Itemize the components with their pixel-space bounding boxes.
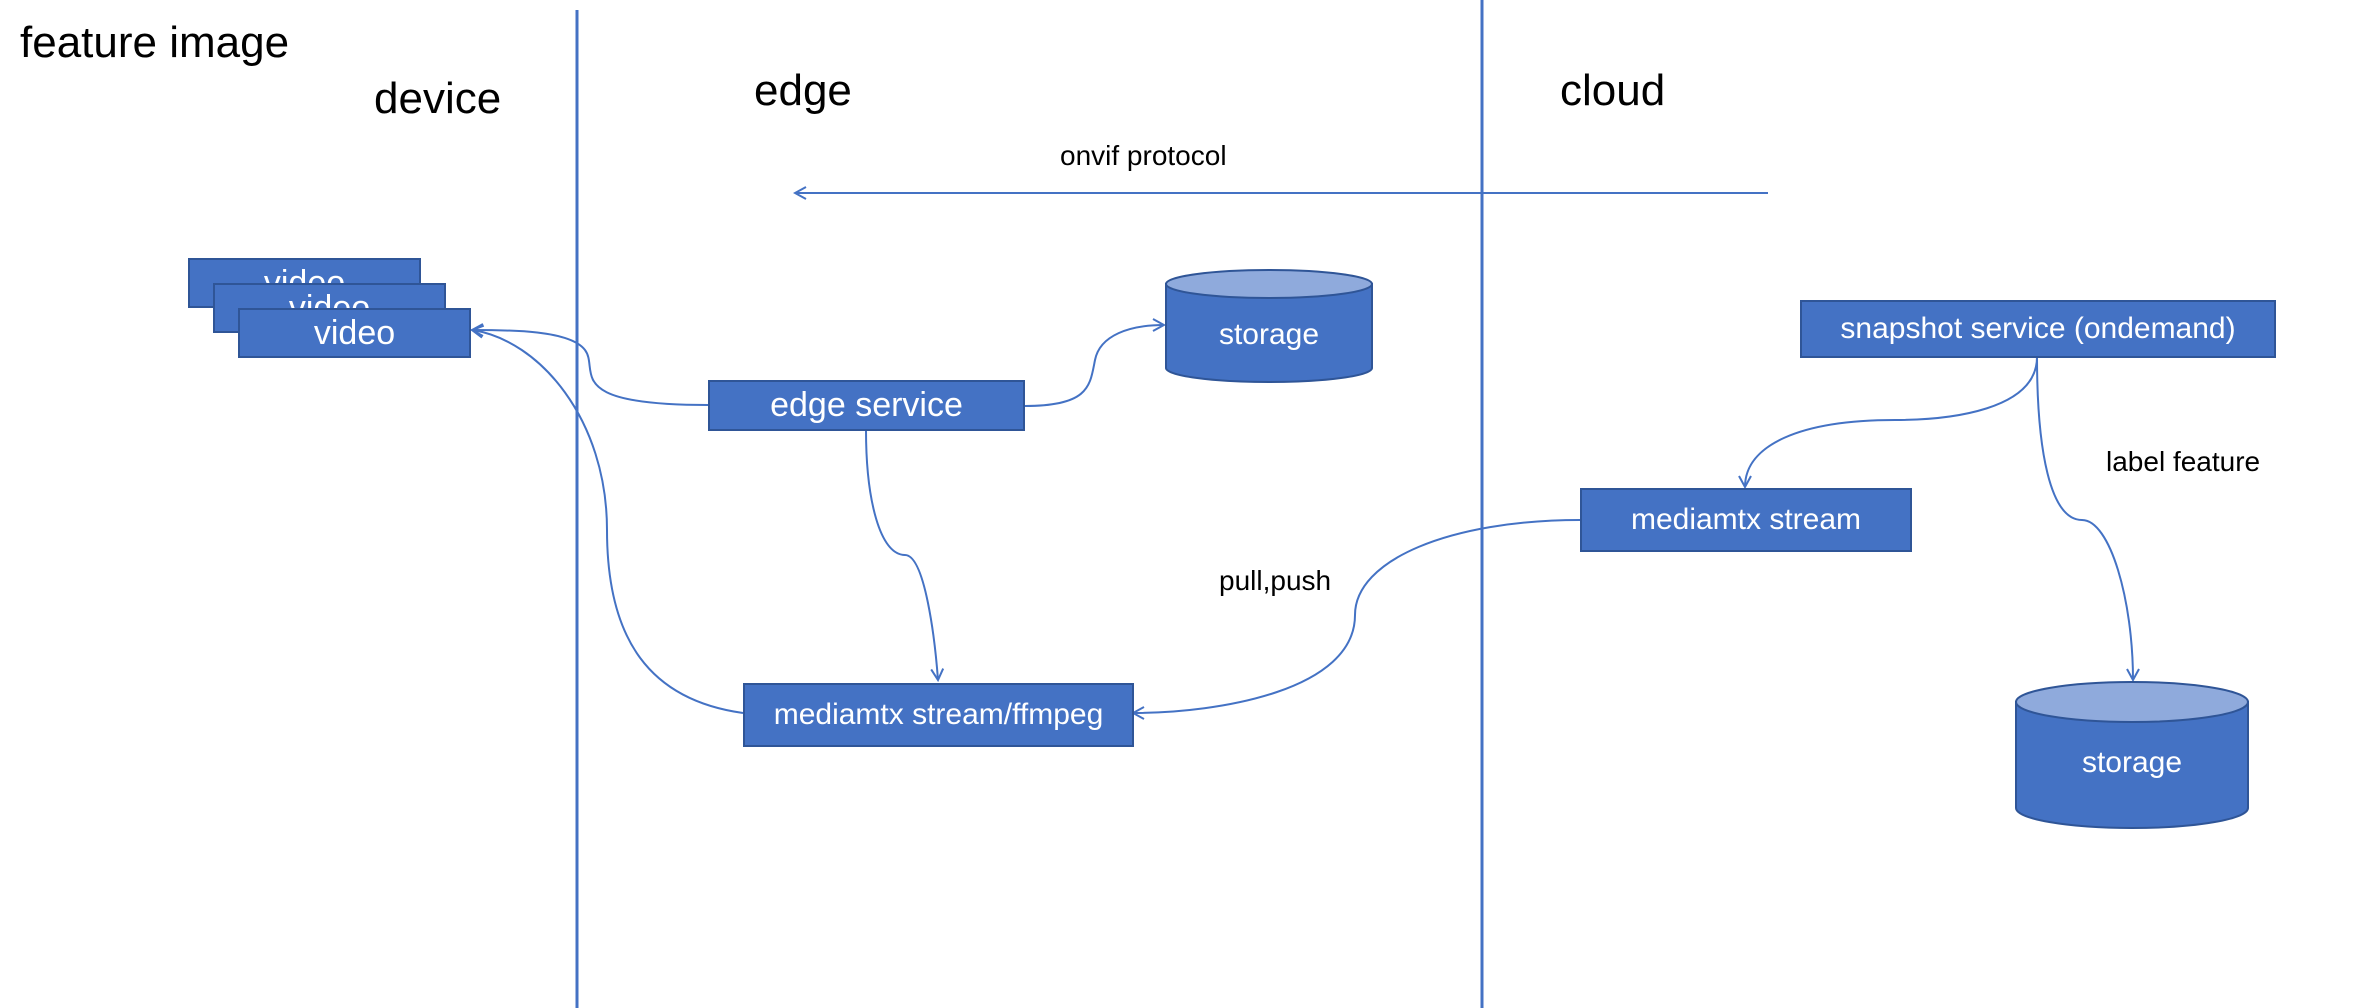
edge-stream-to-video-connector	[472, 330, 744, 714]
cloud-storage-cylinder-icon	[2015, 681, 2249, 829]
cloud-storage-label: storage	[2081, 746, 2183, 779]
snapshot-service-node: snapshot service (ondemand)	[1800, 300, 2276, 358]
cloud-storage-node: storage	[2014, 680, 2250, 830]
snapshot-to-storage-connector	[2036, 356, 2133, 680]
edge-service-node: edge service	[708, 380, 1025, 431]
edge-service-to-video-connector	[472, 330, 709, 406]
snapshot-to-cloud-stream-connector	[1745, 356, 2038, 487]
video-node-front: video	[238, 308, 471, 358]
zone-label-cloud: cloud	[1560, 66, 1666, 115]
zone-label-device: device	[374, 74, 502, 123]
edge-storage-node: storage	[1164, 268, 1374, 386]
page-title: feature image	[20, 18, 290, 67]
edge-storage-cylinder-icon	[1165, 269, 1373, 383]
cloud-to-edge-stream-connector	[1133, 519, 1581, 713]
label-feature-label: label feature	[2106, 446, 2261, 477]
pull-push-label: pull,push	[1219, 565, 1332, 596]
edge-service-to-storage-connector	[1024, 325, 1164, 407]
onvif-protocol-label: onvif protocol	[1060, 140, 1227, 171]
cloud-stream-node: mediamtx stream	[1580, 488, 1912, 552]
zone-label-edge: edge	[754, 66, 852, 115]
edge-storage-label: storage	[1218, 318, 1320, 351]
edge-stream-node: mediamtx stream/ffmpeg	[743, 683, 1134, 747]
edge-service-to-stream-connector	[865, 429, 938, 680]
